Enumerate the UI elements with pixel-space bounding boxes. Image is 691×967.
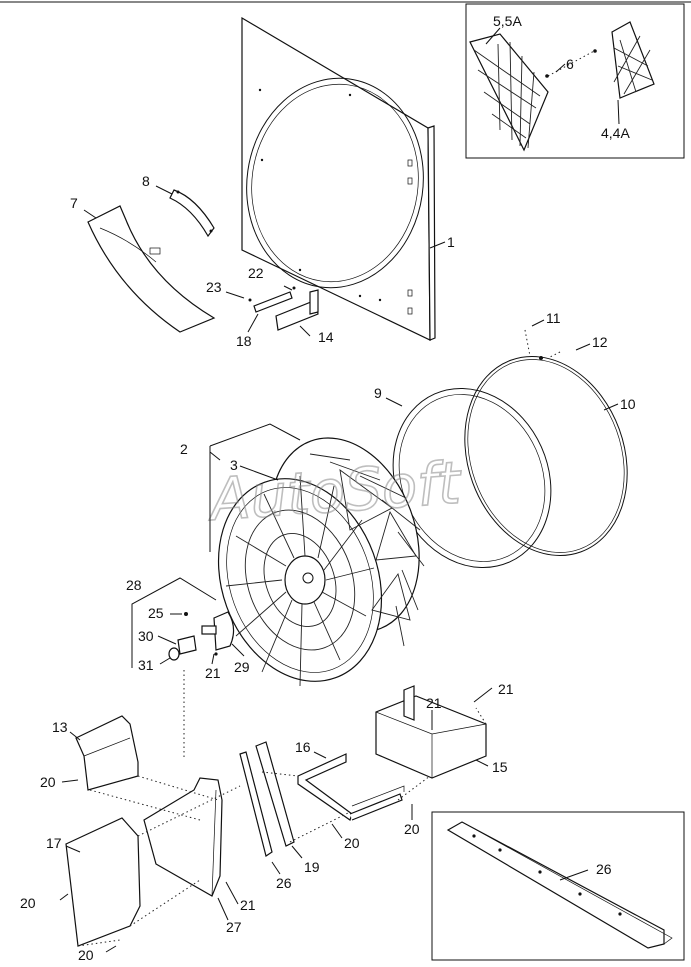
callout-27: 27 bbox=[226, 919, 242, 935]
callout-20-b: 20 bbox=[20, 895, 36, 911]
hub-assembly bbox=[168, 611, 235, 661]
mount-brackets bbox=[248, 286, 319, 331]
callout-23: 23 bbox=[206, 279, 222, 295]
lower-bracket bbox=[297, 753, 405, 821]
callout-21-a: 21 bbox=[205, 665, 221, 681]
callout-21-b: 21 bbox=[426, 695, 442, 711]
callout-22: 22 bbox=[248, 265, 264, 281]
cover-box bbox=[375, 685, 487, 779]
rail-detail bbox=[446, 821, 673, 949]
callout-6: 6 bbox=[566, 56, 574, 72]
callout-18: 18 bbox=[236, 333, 252, 349]
side-panel-lower bbox=[65, 817, 141, 947]
callout-10: 10 bbox=[620, 396, 636, 412]
callout-1: 1 bbox=[447, 234, 455, 250]
shroud-panel bbox=[241, 16, 436, 341]
side-panel-upper bbox=[75, 715, 139, 791]
callout-20-a: 20 bbox=[40, 774, 56, 790]
callout-12: 12 bbox=[592, 334, 608, 350]
callout-21-d: 21 bbox=[240, 897, 256, 913]
callout-26-b: 26 bbox=[596, 861, 612, 877]
callout-25: 25 bbox=[148, 605, 164, 621]
fan-screen-ring bbox=[464, 356, 628, 556]
callout-29: 29 bbox=[234, 659, 250, 675]
callout-17: 17 bbox=[46, 835, 62, 851]
callout-5-5a: 5,5A bbox=[493, 13, 522, 29]
callout-26-a: 26 bbox=[276, 875, 292, 891]
deflector-panel bbox=[87, 205, 216, 333]
callout-21-c: 21 bbox=[498, 681, 514, 697]
callout-4-4a: 4,4A bbox=[601, 125, 630, 141]
callout-31: 31 bbox=[138, 657, 154, 673]
callout-28: 28 bbox=[126, 577, 142, 593]
callout-9: 9 bbox=[374, 385, 382, 401]
callout-15: 15 bbox=[492, 759, 508, 775]
callout-11: 11 bbox=[546, 310, 561, 326]
inset-guard-detail bbox=[465, 3, 685, 159]
inset-rail-detail bbox=[431, 811, 685, 961]
callout-30: 30 bbox=[138, 628, 154, 644]
callout-19: 19 bbox=[304, 859, 320, 875]
leader-lines bbox=[59, 27, 620, 953]
guard-segment-small bbox=[611, 21, 655, 99]
callout-3: 3 bbox=[230, 457, 238, 473]
callout-labels: 1 2 3 4,4A 5,5A 6 7 8 9 10 11 12 13 14 1… bbox=[20, 13, 636, 963]
fan-wheel bbox=[217, 437, 425, 687]
guard-segment-large bbox=[469, 33, 549, 152]
fan-support-bracket bbox=[143, 777, 223, 897]
callout-20-d: 20 bbox=[344, 835, 360, 851]
rail-pair bbox=[239, 741, 295, 857]
curved-bracket bbox=[169, 189, 215, 238]
callout-8: 8 bbox=[142, 173, 150, 189]
callout-7: 7 bbox=[70, 195, 78, 211]
callout-2: 2 bbox=[180, 441, 188, 457]
watermark: AutoSoft bbox=[204, 449, 465, 535]
callout-16: 16 bbox=[295, 739, 311, 755]
callout-20-c: 20 bbox=[78, 947, 94, 963]
assembly-guides bbox=[77, 707, 487, 947]
callout-14: 14 bbox=[318, 329, 334, 345]
callout-13: 13 bbox=[52, 719, 68, 735]
callout-20-e: 20 bbox=[404, 821, 420, 837]
